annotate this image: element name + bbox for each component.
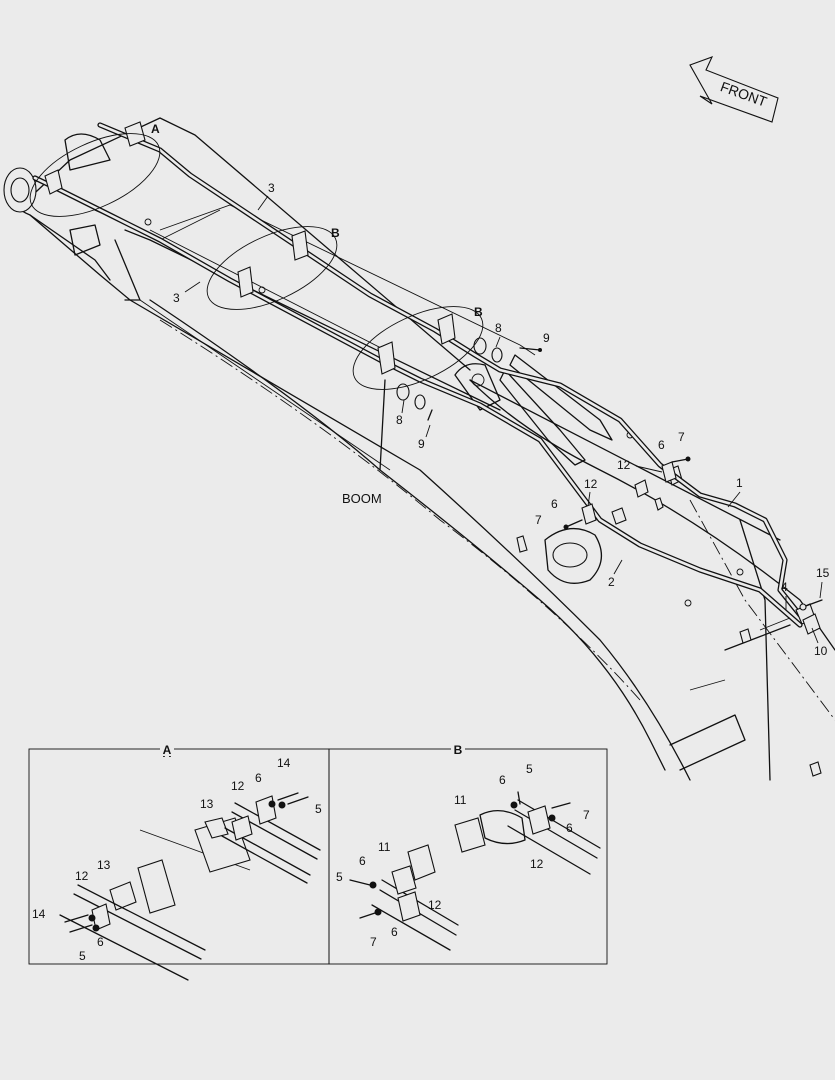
callout-12b: 12 (584, 477, 598, 491)
callout-8a: 8 (495, 321, 502, 335)
b-callout-11a: 11 (454, 793, 467, 807)
b-callout-5b: 5 (336, 870, 343, 884)
callout-7a: 7 (678, 430, 685, 444)
callout-9b: 9 (418, 437, 425, 451)
callout-9a: 9 (543, 331, 550, 345)
a-callout-5b: 5 (79, 949, 86, 963)
b-callout-6a: 6 (499, 773, 506, 787)
callout-6a: 6 (658, 438, 665, 452)
callout-12a: 12 (617, 458, 631, 472)
main-callouts: A B B 3 3 8 9 8 9 6 7 12 1 12 6 7 2 4 15… (151, 122, 830, 658)
b-callout-6b: 6 (566, 821, 573, 835)
b-callout-6d: 6 (391, 925, 398, 939)
callout-15: 15 (816, 566, 830, 580)
detail-ref-b2: B (474, 305, 483, 319)
detail-b-title: B (454, 743, 463, 757)
a-callout-13a: 13 (200, 797, 214, 811)
callout-7b: 7 (535, 513, 542, 527)
a-callout-14b: 14 (32, 907, 46, 921)
callout-6b: 6 (551, 497, 558, 511)
callout-2: 2 (608, 575, 615, 589)
detail-ref-b1: B (331, 226, 340, 240)
b-callout-6c: 6 (359, 854, 366, 868)
b-callout-5a: 5 (526, 762, 533, 776)
callout-3a: 3 (268, 181, 275, 195)
boom-structure (3, 117, 835, 781)
a-callout-12b: 12 (75, 869, 89, 883)
a-callout-14a: 14 (277, 756, 291, 770)
a-callout-6a: 6 (255, 771, 262, 785)
b-callout-7a: 7 (583, 808, 590, 822)
b-callout-12a: 12 (530, 857, 544, 871)
b-callout-11b: 11 (378, 840, 391, 854)
callout-8b: 8 (396, 413, 403, 427)
callout-3b: 3 (173, 291, 180, 305)
a-callout-12a: 12 (231, 779, 245, 793)
pipe-group (32, 121, 823, 635)
detail-a-title-text: A (163, 743, 172, 757)
b-callout-7b: 7 (370, 935, 377, 949)
boom-label: BOOM (342, 491, 382, 506)
callout-4: 4 (781, 580, 788, 594)
a-callout-6b: 6 (97, 935, 104, 949)
callout-1: 1 (736, 476, 743, 490)
b-callout-12b: 12 (428, 898, 442, 912)
a-callout-13b: 13 (97, 858, 111, 872)
a-callout-5a: 5 (315, 802, 322, 816)
front-direction-arrow: FRONT (689, 56, 779, 123)
detail-ref-a: A (151, 122, 160, 136)
callout-10: 10 (814, 644, 828, 658)
detail-a-panel: A A 14 12 6 5 13 13 12 14 (28, 743, 330, 981)
detail-b-panel: B 5 6 11 7 6 12 11 6 5 12 7 6 (328, 743, 608, 965)
detail-marker-circles (29, 133, 484, 390)
